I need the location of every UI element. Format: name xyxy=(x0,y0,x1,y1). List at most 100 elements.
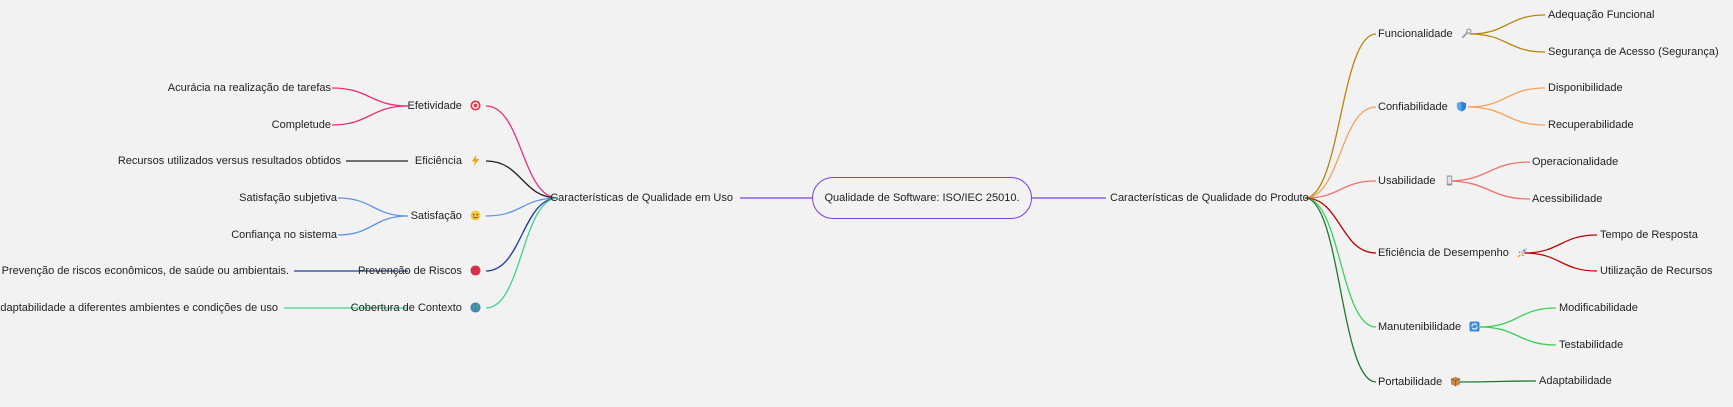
shield-icon xyxy=(1456,101,1466,112)
manutenibilidade-node[interactable]: Manutenibilidade xyxy=(1378,320,1480,334)
satisfacao-label: Satisfação xyxy=(410,210,462,223)
leaf-label: Operacionalidade xyxy=(1532,156,1619,169)
package-icon xyxy=(1451,376,1461,386)
central-topic-label: Qualidade de Software: ISO/IEC 25010. xyxy=(824,192,1020,204)
connector-left-2 xyxy=(485,197,559,217)
connector-left-0 xyxy=(485,105,559,199)
connector-right-3 xyxy=(1304,197,1377,254)
leaf-operacionalidade[interactable]: Operacionalidade xyxy=(1532,155,1618,169)
connector-right-leaf-3-0 xyxy=(1523,234,1598,254)
leaf-adaptabilidade[interactable]: Adaptabilidade xyxy=(1539,374,1612,388)
leaf-completude[interactable]: Completude xyxy=(272,118,331,132)
leaf-recursos[interactable]: Recursos utilizados versus resultados ob… xyxy=(118,154,341,168)
connector-right-leaf-3-1 xyxy=(1523,252,1598,272)
leaf-acuracia[interactable]: Acurácia na realização de tarefas xyxy=(168,81,331,95)
leaf-prevencao-riscos[interactable]: Prevenção de riscos econômicos, de saúde… xyxy=(2,264,289,278)
leaf-acessibilidade[interactable]: Acessibilidade xyxy=(1532,192,1602,206)
globe-icon xyxy=(470,302,481,313)
cobertura-node[interactable]: Cobertura de Contexto xyxy=(351,301,481,315)
leaf-disponibilidade[interactable]: Disponibilidade xyxy=(1548,81,1623,95)
leaf-adaptabilidade-ambientes[interactable]: Adaptabilidade a diferentes ambientes e … xyxy=(0,301,278,315)
leaf-label: Adequação Funcional xyxy=(1548,9,1655,22)
leaf-label: Adaptabilidade xyxy=(1539,375,1612,388)
connector-left-leaf-2-0 xyxy=(337,197,409,217)
lightning-icon xyxy=(471,154,480,166)
leaf-label: Modificabilidade xyxy=(1559,302,1638,315)
right-branch-label: Características de Qualidade do Produto xyxy=(1110,192,1309,205)
connector-right-leaf-1-1 xyxy=(1467,106,1546,126)
connector-right-leaf-2-0 xyxy=(1447,161,1531,182)
leaf-confianca[interactable]: Confiança no sistema xyxy=(231,228,337,242)
connector-right-leaf-4-1 xyxy=(1479,326,1557,346)
leaf-testabilidade[interactable]: Testabilidade xyxy=(1559,338,1623,352)
eficiencia-desempenho-label: Eficiência de Desempenho xyxy=(1378,247,1509,260)
connector-left-3 xyxy=(485,197,559,272)
satisfacao-node[interactable]: Satisfação xyxy=(411,209,481,223)
wrench-icon xyxy=(1461,28,1472,38)
eficiencia-label: Eficiência xyxy=(414,155,462,168)
confiabilidade-node[interactable]: Confiabilidade xyxy=(1378,100,1467,114)
target-icon xyxy=(470,100,481,111)
connector-right-leaf-4-0 xyxy=(1479,307,1557,328)
connector-right-leaf-1-0 xyxy=(1467,87,1546,108)
leaf-label: Tempo de Resposta xyxy=(1600,229,1698,242)
confiabilidade-label: Confiabilidade xyxy=(1378,101,1448,114)
funcionalidade-node[interactable]: Funcionalidade xyxy=(1378,27,1472,41)
prevencao-node[interactable]: Prevenção de Riscos xyxy=(358,264,481,278)
portabilidade-label: Portabilidade xyxy=(1378,376,1443,389)
refresh-icon xyxy=(1469,321,1480,332)
leaf-satisfacao-subjetiva[interactable]: Satisfação subjetiva xyxy=(239,191,337,205)
leaf-label: Segurança de Acesso (Segurança) xyxy=(1548,46,1719,59)
leaf-label: Adaptabilidade a diferentes ambientes e … xyxy=(0,302,278,315)
leaf-label: Confiança no sistema xyxy=(231,229,337,242)
efetividade-label: Efetividade xyxy=(407,100,462,113)
connector-right-5 xyxy=(1304,197,1377,383)
usabilidade-label: Usabilidade xyxy=(1378,175,1436,188)
efetividade-node[interactable]: Efetividade xyxy=(408,99,482,113)
connector-right-leaf-0-1 xyxy=(1469,33,1546,53)
leaf-tempo-resposta[interactable]: Tempo de Resposta xyxy=(1600,228,1698,242)
right-branch[interactable]: Características de Qualidade do Produto xyxy=(1110,191,1309,205)
portabilidade-node[interactable]: Portabilidade xyxy=(1378,375,1461,389)
funcionalidade-label: Funcionalidade xyxy=(1378,28,1453,41)
connector-right-2 xyxy=(1304,180,1377,199)
connector-left-leaf-0-1 xyxy=(331,105,409,126)
connector-right-leaf-0-0 xyxy=(1469,14,1546,35)
leaf-recuperabilidade[interactable]: Recuperabilidade xyxy=(1548,118,1634,132)
phone-icon xyxy=(1446,175,1452,186)
connector-right-leaf-2-1 xyxy=(1447,180,1531,200)
connector-right-1 xyxy=(1304,106,1377,199)
red-circle-icon xyxy=(470,265,481,276)
cobertura-label: Cobertura de Contexto xyxy=(350,302,462,315)
eficiencia-desempenho-node[interactable]: Eficiência de Desempenho xyxy=(1378,246,1528,260)
connector-right-0 xyxy=(1304,33,1377,199)
leaf-label: Prevenção de riscos econômicos, de saúde… xyxy=(1,265,289,278)
left-branch[interactable]: Características de Qualidade em Uso xyxy=(550,191,733,205)
prevencao-label: Prevenção de Riscos xyxy=(357,265,462,278)
leaf-label: Acessibilidade xyxy=(1532,193,1603,206)
leaf-label: Acurácia na realização de tarefas xyxy=(167,82,331,95)
connector-left-leaf-2-1 xyxy=(337,215,409,236)
rocket-icon xyxy=(1517,247,1528,258)
connector-left-4 xyxy=(485,197,559,309)
leaf-label: Utilização de Recursos xyxy=(1600,265,1713,278)
leaf-label: Recursos utilizados versus resultados ob… xyxy=(117,155,341,168)
usabilidade-node[interactable]: Usabilidade xyxy=(1378,174,1455,188)
leaf-adequacao[interactable]: Adequação Funcional xyxy=(1548,8,1654,22)
connector-left-leaf-0-0 xyxy=(331,87,409,107)
leaf-label: Disponibilidade xyxy=(1548,82,1623,95)
leaf-label: Recuperabilidade xyxy=(1548,119,1634,132)
connector-right-leaf-5-0 xyxy=(1459,380,1537,383)
central-topic[interactable]: Qualidade de Software: ISO/IEC 25010. xyxy=(812,177,1032,219)
connector-right-4 xyxy=(1304,197,1377,328)
leaf-label: Satisfação subjetiva xyxy=(239,192,337,205)
leaf-label: Completude xyxy=(271,119,331,132)
manutenibilidade-label: Manutenibilidade xyxy=(1378,321,1462,334)
leaf-seguranca[interactable]: Segurança de Acesso (Segurança) xyxy=(1548,45,1719,59)
smile-icon xyxy=(470,210,481,221)
leaf-modificabilidade[interactable]: Modificabilidade xyxy=(1559,301,1638,315)
eficiencia-node[interactable]: Eficiência xyxy=(415,154,481,168)
leaf-utilizacao-recursos[interactable]: Utilização de Recursos xyxy=(1600,264,1713,278)
connector-left-1 xyxy=(485,160,559,199)
